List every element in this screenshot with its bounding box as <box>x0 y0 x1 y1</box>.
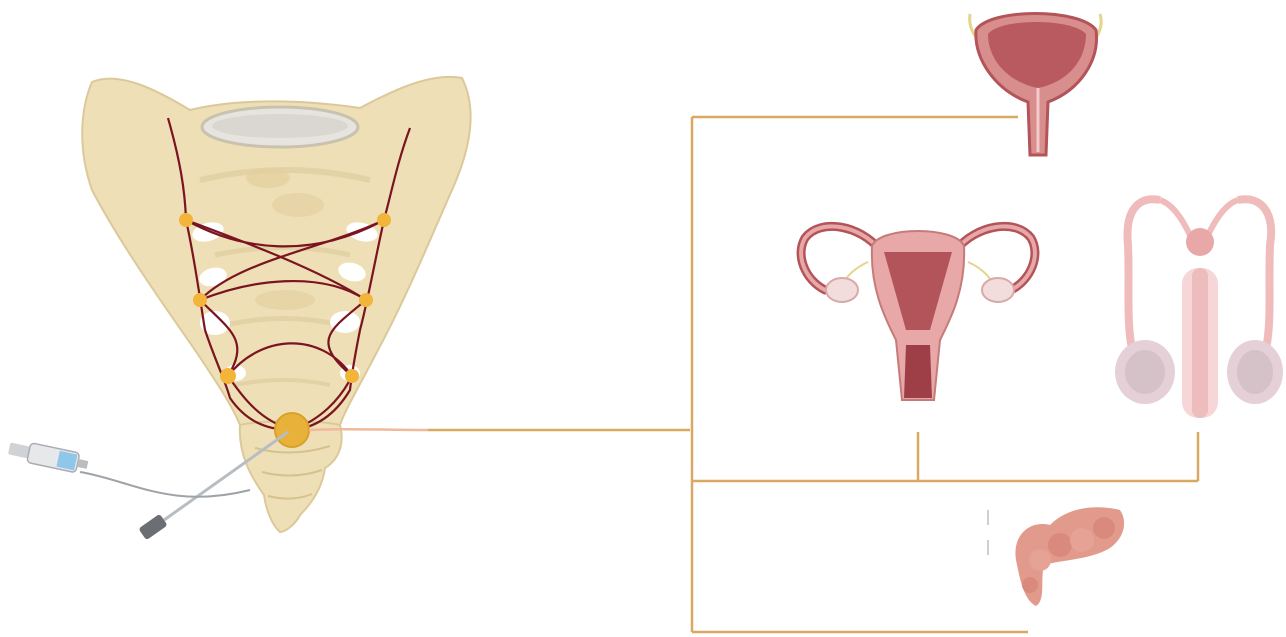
ganglion-impar-icon <box>275 413 309 447</box>
male-reproductive-organs-icon <box>1115 199 1283 418</box>
ganglion-icon <box>179 213 193 227</box>
urinary-bladder-icon <box>970 14 1101 156</box>
sacrum-icon <box>82 77 470 532</box>
ganglion-icon <box>359 293 373 307</box>
ganglion-icon <box>220 368 236 384</box>
female-reproductive-organs-icon <box>801 226 1035 400</box>
colon-rectum-icon <box>988 507 1124 606</box>
ganglion-icon <box>377 213 391 227</box>
ganglion-icon <box>193 293 207 307</box>
ganglion-icon <box>345 369 359 383</box>
